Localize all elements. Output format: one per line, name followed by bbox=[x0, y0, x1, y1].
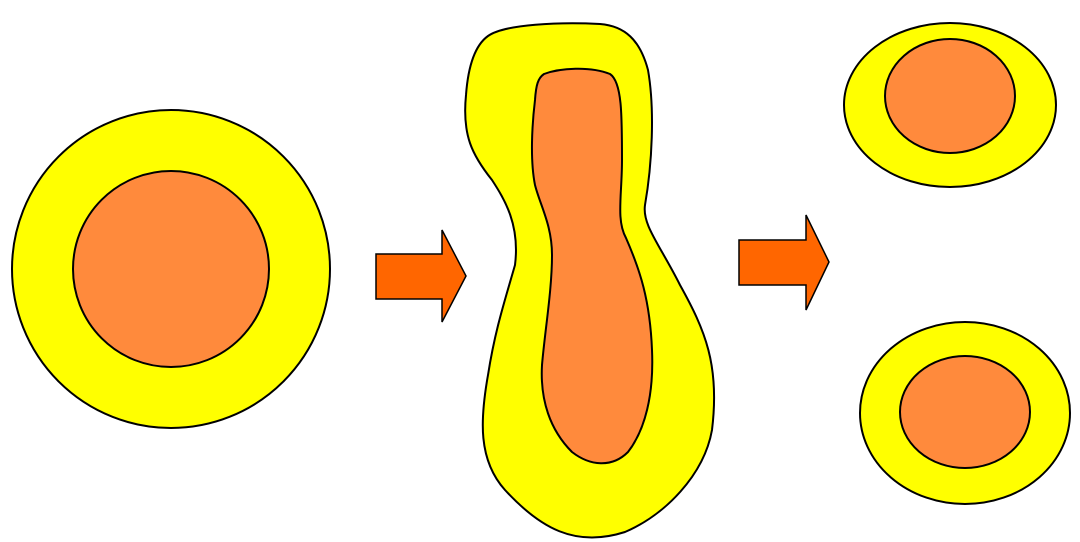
dividing-cell bbox=[465, 23, 714, 537]
arrow-right-icon bbox=[376, 230, 466, 322]
daughter-cell-bottom bbox=[860, 322, 1070, 504]
daughter-cell-bottom-nucleus bbox=[900, 356, 1030, 468]
single-cell bbox=[12, 110, 330, 428]
arrow-right-icon bbox=[739, 215, 829, 310]
daughter-cells bbox=[844, 23, 1070, 504]
daughter-cell-top-nucleus bbox=[885, 39, 1015, 153]
daughter-cell-top bbox=[844, 23, 1056, 187]
single-cell-nucleus bbox=[73, 171, 269, 367]
